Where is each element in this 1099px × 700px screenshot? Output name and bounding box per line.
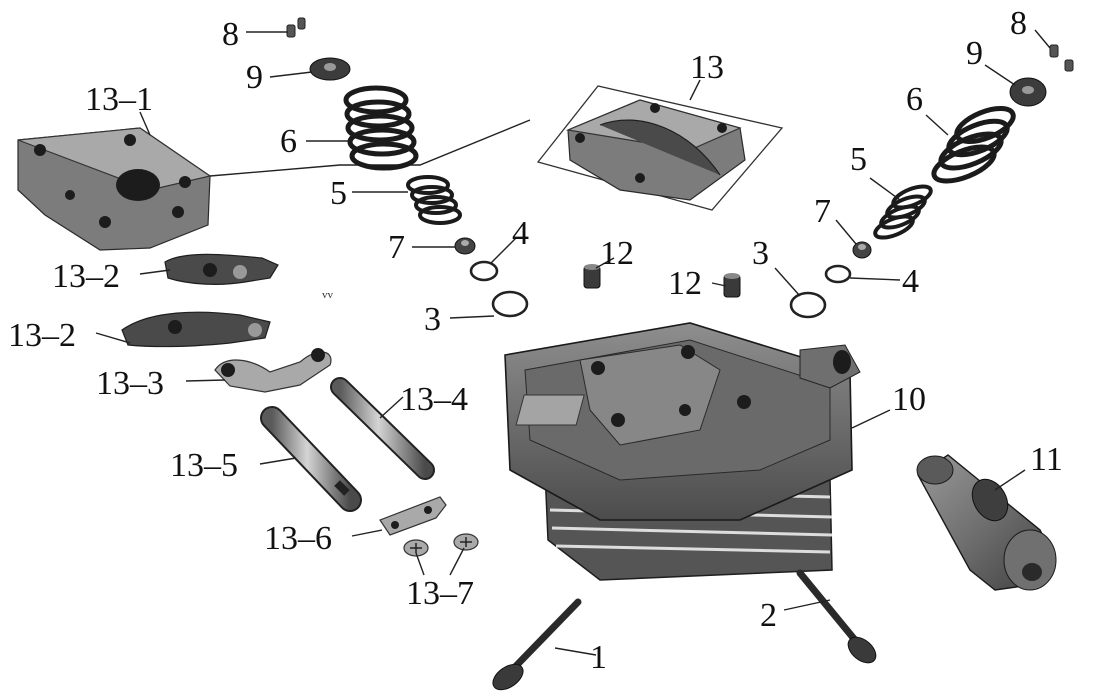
rocker-shaft-13-5 xyxy=(260,406,362,512)
valve-cotter-8-left xyxy=(286,17,306,38)
callout-5-right: 5 xyxy=(850,141,867,178)
callout-13-6: 13–6 xyxy=(264,520,332,557)
callout-2: 2 xyxy=(760,597,777,634)
leader-lines xyxy=(95,29,1051,656)
rocker-arm-holder-13-1 xyxy=(17,127,212,251)
valve-stem-seal-7-right xyxy=(852,241,872,259)
callout-4-left: 4 xyxy=(512,215,529,252)
inner-valve-spring-5-right xyxy=(873,184,933,240)
callout-13-1: 13–1 xyxy=(85,81,153,118)
intake-valve-1 xyxy=(492,598,582,691)
valve-stem-seal-7-left xyxy=(454,237,476,255)
callout-10: 10 xyxy=(892,381,926,418)
valve-cotter-8-right xyxy=(1049,44,1074,72)
o-ring-3-left xyxy=(491,290,529,318)
callout-13-2-upper: 13–2 xyxy=(52,258,120,295)
callout-6-right: 6 xyxy=(906,81,923,118)
callout-13-2-lower: 13–2 xyxy=(8,317,76,354)
callout-1: 1 xyxy=(590,639,607,676)
dowel-pin-12-left xyxy=(583,264,601,289)
callout-8-left: 8 xyxy=(222,16,239,53)
callout-7-right: 7 xyxy=(814,193,831,230)
o-ring-3-right xyxy=(789,291,827,319)
callout-13-5: 13–5 xyxy=(170,447,238,484)
callout-13: 13 xyxy=(690,49,724,86)
callout-7-left: 7 xyxy=(388,229,405,266)
camshaft-11 xyxy=(916,454,1057,591)
callout-11: 11 xyxy=(1030,441,1063,478)
exhaust-valve-2 xyxy=(796,569,877,664)
rocker-arm-assembly-13 xyxy=(536,85,784,211)
callout-8-right: 8 xyxy=(1010,5,1027,42)
dowel-pin-12-right xyxy=(723,273,741,298)
callout-13-4: 13–4 xyxy=(400,381,468,418)
o-ring-4-left xyxy=(469,260,499,282)
cylinder-head-10 xyxy=(504,322,861,581)
plate-13-3 xyxy=(214,348,332,393)
callout-6-left: 6 xyxy=(280,123,297,160)
rocker-shaft-13-4 xyxy=(330,377,435,480)
stray-mark: vv xyxy=(322,289,334,301)
o-ring-4-right xyxy=(824,264,852,284)
callout-4-right: 4 xyxy=(902,263,919,300)
callout-5-left: 5 xyxy=(330,175,347,212)
callout-labels: 8 9 6 5 7 4 3 13–1 13–2 13–2 13–3 13–4 1… xyxy=(8,5,1063,676)
outer-valve-spring-6-right xyxy=(931,106,1016,184)
spring-retainer-9-left xyxy=(309,57,351,81)
callout-13-3: 13–3 xyxy=(96,365,164,402)
screws-13-7 xyxy=(403,533,479,557)
callout-13-7: 13–7 xyxy=(406,575,474,612)
callout-3-left: 3 xyxy=(424,301,441,338)
rocker-arm-13-2-upper xyxy=(164,253,279,285)
callout-9-left: 9 xyxy=(246,59,263,96)
callout-12-right: 12 xyxy=(668,265,702,302)
callout-3-right: 3 xyxy=(752,235,769,272)
callout-12-left: 12 xyxy=(600,235,634,272)
bracket-13-6 xyxy=(379,496,447,536)
rocker-arm-13-2-lower xyxy=(121,311,271,348)
outer-valve-spring-6-left xyxy=(343,85,419,171)
spring-retainer-9-right xyxy=(1009,77,1047,107)
callout-9-right: 9 xyxy=(966,35,983,72)
inner-valve-spring-5-left xyxy=(406,175,462,225)
